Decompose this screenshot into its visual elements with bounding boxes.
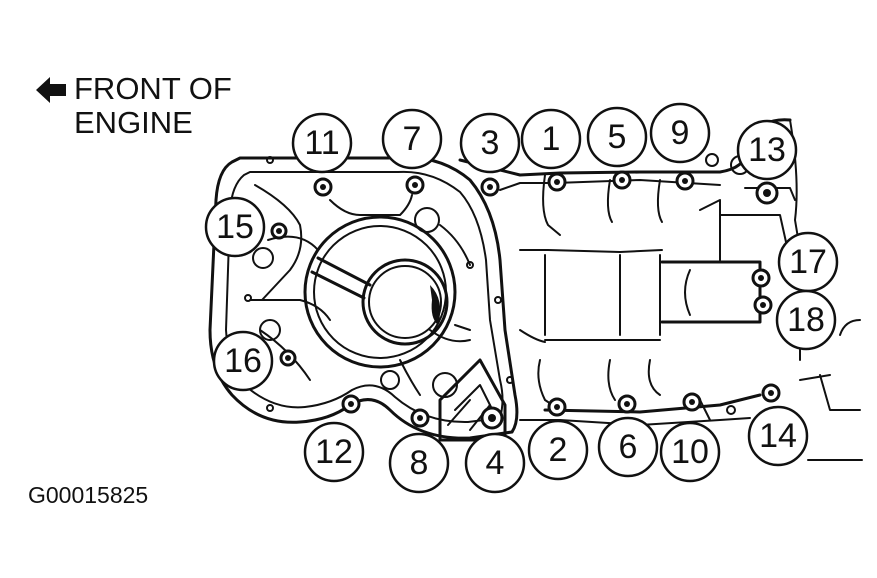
front-label-line1: FRONT OF bbox=[74, 71, 232, 106]
bolt-1 bbox=[547, 172, 567, 192]
bolt-17 bbox=[751, 268, 771, 288]
bolt-2 bbox=[547, 397, 567, 417]
bolt-3 bbox=[480, 177, 500, 197]
pan-bolts bbox=[270, 170, 781, 430]
callout-9: 9 bbox=[649, 102, 711, 164]
callout-7-number: 7 bbox=[403, 120, 422, 158]
callout-8: 8 bbox=[388, 432, 450, 494]
callout-16: 16 bbox=[212, 330, 274, 392]
callout-18: 18 bbox=[775, 289, 837, 351]
callout-11-number: 11 bbox=[304, 124, 339, 162]
bolt-10 bbox=[682, 392, 702, 412]
callout-6-number: 6 bbox=[619, 428, 638, 466]
callout-3-number: 3 bbox=[481, 124, 500, 162]
bolt-18 bbox=[753, 295, 773, 315]
oil-strainer bbox=[303, 215, 471, 369]
callout-18-number: 18 bbox=[787, 301, 825, 339]
callout-6: 6 bbox=[597, 416, 659, 478]
callout-4: 4 bbox=[464, 432, 526, 494]
bolt-13 bbox=[755, 181, 779, 205]
callout-17-number: 17 bbox=[789, 243, 827, 281]
callouts: 1 2 3 4 5 6 7 8 9 10 11 12 13 14 15 16 1… bbox=[204, 102, 839, 494]
callout-2-number: 2 bbox=[549, 431, 568, 469]
callout-12: 12 bbox=[303, 421, 365, 483]
callout-10-number: 10 bbox=[671, 433, 709, 471]
callout-4-number: 4 bbox=[486, 444, 505, 482]
bolt-9 bbox=[675, 171, 695, 191]
callout-15: 15 bbox=[204, 196, 266, 258]
callout-2: 2 bbox=[527, 419, 589, 481]
bolt-8 bbox=[410, 408, 430, 428]
bolt-6 bbox=[617, 394, 637, 414]
callout-5: 5 bbox=[586, 106, 648, 168]
arrow-left-icon bbox=[36, 77, 66, 103]
bolt-12 bbox=[341, 394, 361, 414]
callout-9-number: 9 bbox=[671, 114, 690, 152]
figure-code: G00015825 bbox=[28, 482, 149, 508]
bolt-4 bbox=[480, 406, 504, 430]
callout-13: 13 bbox=[736, 119, 798, 181]
callout-7: 7 bbox=[381, 108, 443, 170]
callout-1-number: 1 bbox=[542, 120, 561, 158]
callout-14-number: 14 bbox=[759, 417, 797, 455]
callout-16-number: 16 bbox=[224, 342, 262, 380]
callout-11: 11 bbox=[291, 112, 353, 174]
callout-13-number: 13 bbox=[748, 131, 786, 169]
callout-17: 17 bbox=[777, 231, 839, 293]
callout-15-number: 15 bbox=[216, 208, 254, 246]
bolt-15 bbox=[270, 222, 288, 240]
callout-10: 10 bbox=[659, 421, 721, 483]
callout-5-number: 5 bbox=[608, 118, 627, 156]
bolt-11 bbox=[313, 177, 333, 197]
callout-12-number: 12 bbox=[315, 433, 353, 471]
callout-14: 14 bbox=[747, 405, 809, 467]
front-label-line2: ENGINE bbox=[74, 105, 193, 140]
callout-8-number: 8 bbox=[410, 444, 429, 482]
callout-3: 3 bbox=[459, 112, 521, 174]
bolt-5 bbox=[612, 170, 632, 190]
bolt-14 bbox=[761, 383, 781, 403]
bolt-7 bbox=[405, 175, 425, 195]
callout-1: 1 bbox=[520, 108, 582, 170]
bolt-16 bbox=[279, 349, 297, 367]
front-of-engine-label: FRONT OF ENGINE bbox=[74, 72, 232, 140]
